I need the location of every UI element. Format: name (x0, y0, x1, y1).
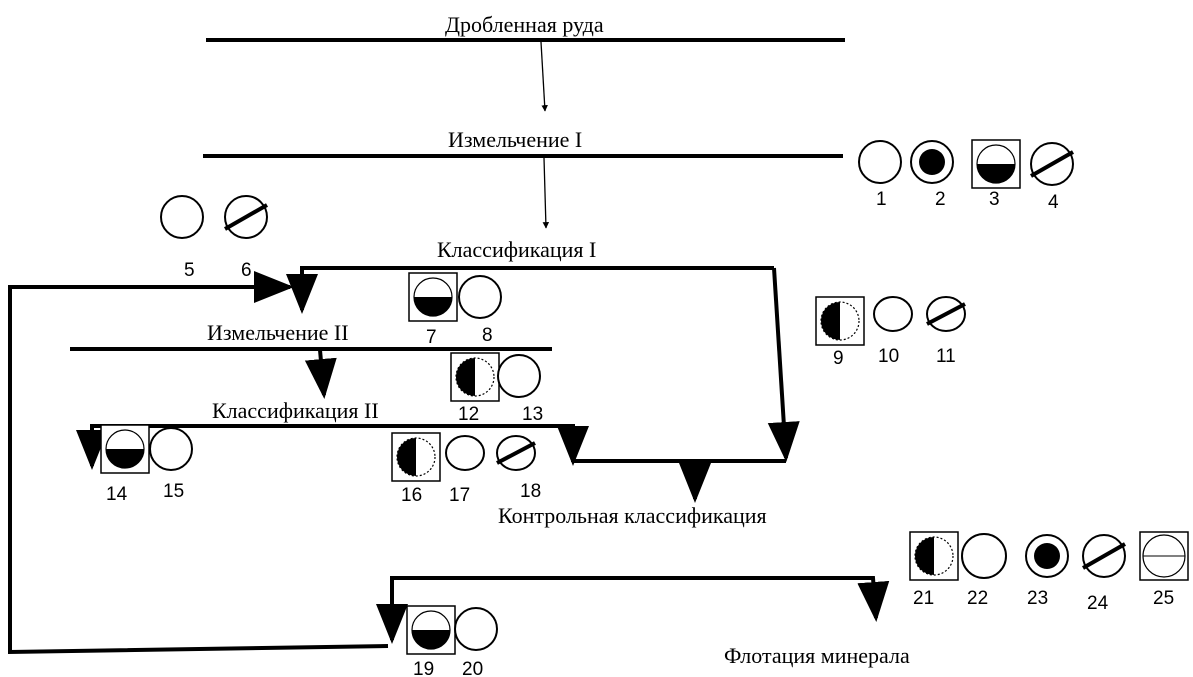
node-12-boxed-left-half-icon (450, 352, 500, 402)
node-4-slashed-circle-icon (1030, 142, 1074, 186)
node-1-empty-circle-icon (858, 140, 902, 184)
node-9-boxed-left-half-icon (815, 296, 865, 346)
node-number: 21 (913, 588, 934, 609)
node-5-empty-circle-icon (160, 195, 204, 239)
node-number: 25 (1153, 588, 1174, 609)
label-crushed-ore: Дробленная руда (445, 12, 604, 37)
node-number: 24 (1087, 593, 1109, 614)
node-number: 1 (876, 189, 887, 210)
node-number: 4 (1048, 192, 1059, 213)
node-11-slashed-circle-icon (926, 296, 966, 332)
flow-arrow-ore-to-grinding-1 (540, 41, 548, 112)
node-number: 11 (936, 346, 956, 367)
flow-arrow-grinding-1-to-classification-1 (542, 157, 550, 229)
node-number: 10 (878, 346, 899, 367)
label-classification-1: Классификация I (437, 237, 596, 262)
node-17-empty-circle-icon (445, 435, 485, 471)
flow-classification-1-bracket (300, 266, 774, 309)
node-number: 23 (1027, 588, 1048, 609)
node-number: 20 (462, 659, 483, 677)
node-number: 2 (935, 189, 946, 210)
node-14-boxed-half-fill-icon (100, 424, 150, 474)
node-2-filled-dot-icon (910, 140, 954, 184)
node-number: 13 (522, 404, 543, 425)
node-number: 17 (449, 485, 470, 506)
node-number: 7 (426, 327, 437, 348)
node-25-boxed-line-circle-icon (1139, 531, 1189, 581)
flow-classification-1-overflow (767, 267, 800, 462)
node-number: 9 (833, 348, 844, 369)
node-21-boxed-left-half-icon (909, 531, 959, 581)
node-number: 12 (458, 404, 479, 425)
node-19-boxed-half-fill-icon (406, 605, 456, 655)
label-flotation: Флотация минерала (724, 643, 910, 668)
label-control-classification: Контрольная классификация (498, 503, 767, 528)
node-3-boxed-half-fill-icon (971, 139, 1021, 189)
node-22-empty-circle-icon (961, 533, 1007, 579)
node-7-boxed-half-fill-icon (408, 272, 458, 322)
label-grinding-1: Измельчение I (448, 127, 582, 152)
node-8-empty-circle-icon (458, 275, 502, 319)
label-grinding-2: Измельчение II (207, 320, 349, 345)
node-number: 18 (520, 481, 541, 502)
node-number: 14 (106, 484, 128, 505)
node-10-empty-circle-icon (873, 296, 913, 332)
node-number: 15 (163, 481, 184, 502)
node-6-slashed-circle-icon (224, 195, 268, 239)
flow-recycle-loop-left (8, 271, 389, 655)
node-24-slashed-circle-icon (1082, 534, 1126, 578)
node-number: 5 (184, 260, 195, 281)
node-number: 3 (989, 189, 1000, 210)
node-23-filled-dot-icon (1025, 534, 1069, 578)
flow-grinding-2-to-classification-2 (304, 349, 337, 399)
node-number: 8 (482, 325, 493, 346)
node-number: 19 (413, 659, 434, 677)
node-13-empty-circle-icon (497, 354, 541, 398)
node-20-empty-circle-icon (454, 607, 498, 651)
node-number: 6 (241, 260, 252, 281)
node-16-boxed-left-half-icon (391, 432, 441, 482)
node-number: 22 (967, 588, 988, 609)
node-number: 16 (401, 485, 422, 506)
label-classification-2: Классификация II (212, 398, 379, 423)
node-15-empty-circle-icon (149, 427, 193, 471)
node-18-slashed-circle-icon (496, 435, 536, 471)
